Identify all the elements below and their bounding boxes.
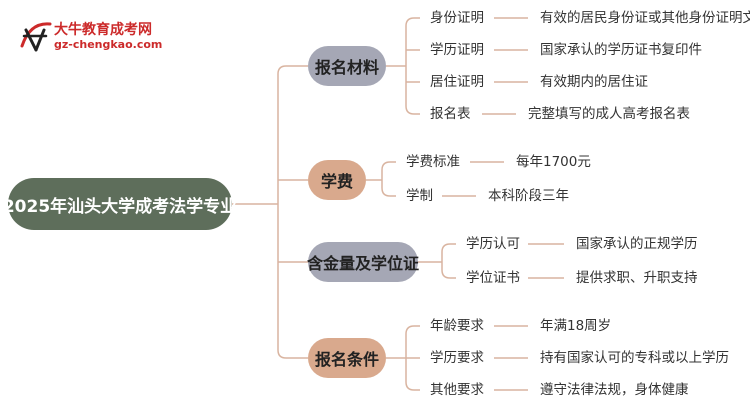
logo-title: 大牛教育成考网	[54, 22, 152, 38]
logo-mark-icon	[20, 22, 52, 52]
leaf-detail: 国家承认的正规学历	[576, 236, 698, 252]
leaf-name: 身份证明	[430, 10, 484, 26]
leaf-name: 学历证明	[430, 42, 484, 58]
trunk-line	[277, 65, 287, 359]
branch-2-dashes	[442, 161, 504, 197]
leaf-name: 学位证书	[466, 270, 520, 286]
branch-3-dashes	[528, 243, 564, 279]
branch-4-fan	[386, 325, 420, 391]
branch-1-dashes	[482, 17, 528, 115]
leaf-detail: 完整填写的成人高考报名表	[528, 106, 690, 122]
leaf-name: 学历要求	[430, 350, 484, 366]
branch-3-fan	[418, 243, 456, 279]
leaf-detail: 有效的居民身份证或其他身份证明文件	[540, 10, 750, 26]
leaf-name: 年龄要求	[430, 318, 484, 334]
leaf-detail: 年满18周岁	[540, 318, 612, 334]
logo-url: gz-chengkao.com	[54, 38, 163, 51]
leaf-detail: 国家承认的学历证书复印件	[540, 42, 702, 58]
leaf-detail: 遵守法律法规，身体健康	[540, 382, 689, 398]
leaf-detail: 持有国家认可的专科或以上学历	[540, 350, 729, 366]
leaf-detail: 提供求职、升职支持	[576, 270, 698, 286]
branch-1-fan	[386, 17, 420, 115]
root-node: 2025年汕头大学成考法学专业	[3, 178, 237, 230]
leaf-name: 报名表	[430, 106, 471, 122]
branch-2-fan	[366, 161, 396, 197]
branch-node-value-and-degree: 含金量及学位证	[307, 242, 419, 282]
branch-node-requirements: 报名条件	[308, 338, 386, 378]
site-logo[interactable]: 大牛教育成考网 gz-chengkao.com	[16, 16, 194, 56]
leaf-name: 居住证明	[430, 74, 484, 90]
leaf-detail: 本科阶段三年	[488, 188, 569, 204]
branch-node-registration-materials: 报名材料	[308, 46, 386, 86]
leaf-name: 学历认可	[466, 236, 520, 252]
branch-node-tuition: 学费	[308, 160, 366, 200]
leaf-name: 学费标准	[406, 154, 460, 170]
leaf-detail: 有效期内的居住证	[540, 74, 648, 90]
branch-4-dashes	[494, 325, 528, 391]
leaf-name: 学制	[406, 188, 433, 204]
leaf-detail: 每年1700元	[516, 154, 591, 170]
leaf-name: 其他要求	[430, 382, 484, 398]
